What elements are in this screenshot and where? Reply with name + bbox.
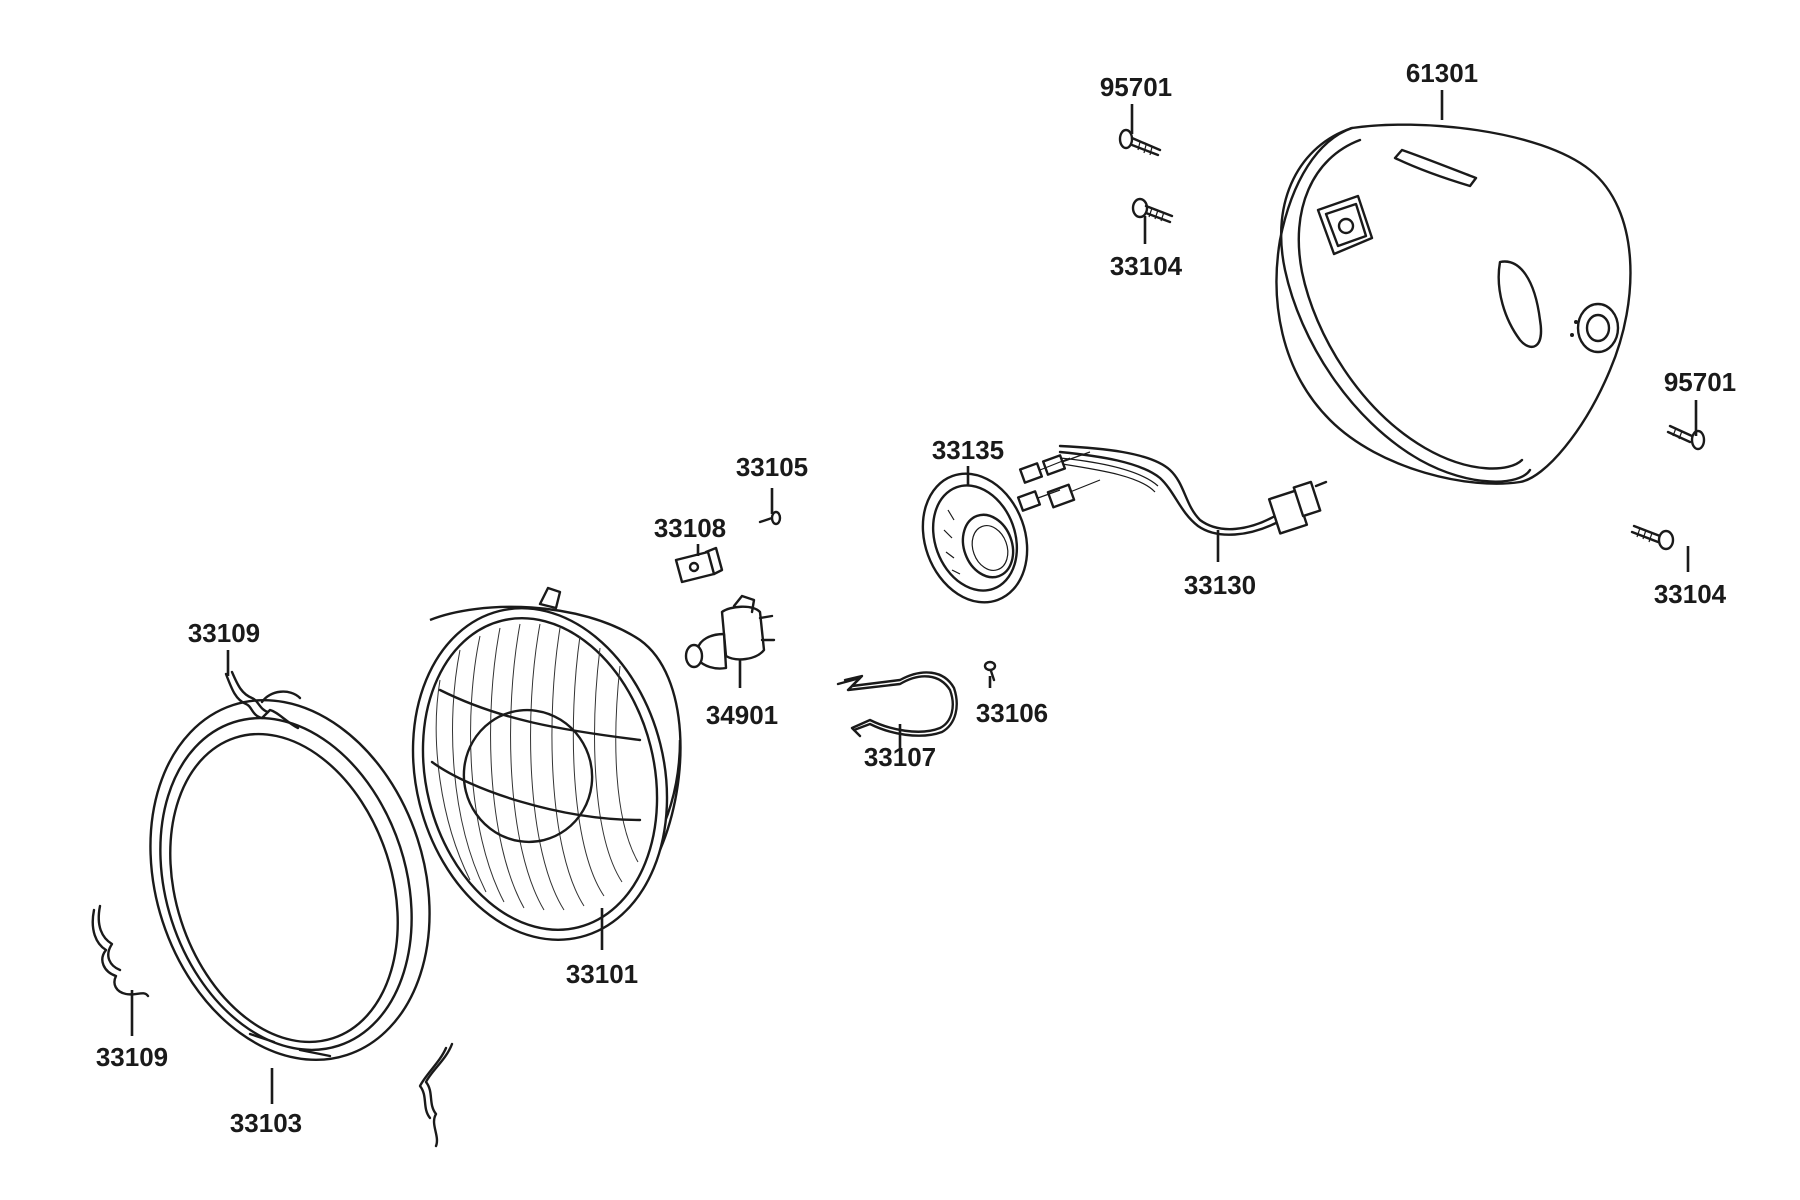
- part-number-33101: 33101: [566, 959, 638, 989]
- bulb-34901: [684, 594, 776, 670]
- screw-33104-right: [1630, 524, 1675, 551]
- spring-clip-33107: [836, 671, 958, 738]
- part-number-33107: 33107: [864, 742, 936, 772]
- part-number-33104-right: 33104: [1654, 579, 1727, 609]
- part-number-33108: 33108: [654, 513, 726, 543]
- leader-lines: [130, 90, 1698, 1104]
- part-number-33106: 33106: [976, 698, 1048, 728]
- wire-clip-33109-top: [224, 670, 300, 730]
- part-number-61301: 61301: [1406, 58, 1478, 88]
- trim-ring-33103: [149, 690, 431, 1062]
- screw-33105: [758, 510, 782, 526]
- part-number-33105: 33105: [736, 452, 808, 482]
- wire-clip-right-of-ring: [418, 1042, 454, 1148]
- part-number-33109-bottom: 33109: [96, 1042, 168, 1072]
- part-number-95701-top: 95701: [1100, 72, 1172, 102]
- screw-33106: [983, 660, 997, 682]
- bolt-95701-top: [1118, 128, 1162, 157]
- wire-clip-33109-bottom: [91, 904, 150, 998]
- part-number-95701-right: 95701: [1664, 367, 1736, 397]
- screw-33104-top: [1131, 197, 1174, 224]
- part-number-33109-top: 33109: [188, 618, 260, 648]
- part-number-33103: 33103: [230, 1108, 302, 1138]
- part-number-34901: 34901: [706, 700, 778, 730]
- bolt-95701-right: [1666, 424, 1706, 451]
- part-number-33104-top: 33104: [1110, 251, 1183, 281]
- rubber-boot-33135: [921, 472, 1029, 604]
- part-number-33130: 33130: [1184, 570, 1256, 600]
- headlight-housing-61301: [1275, 123, 1632, 485]
- part-labels: 95701 61301 33104 95701 33135 33105 3310…: [96, 58, 1736, 1138]
- headlight-lens-unit-33101: [411, 586, 682, 941]
- part-number-33135: 33135: [932, 435, 1004, 465]
- wiring-harness-33130: [1016, 444, 1328, 536]
